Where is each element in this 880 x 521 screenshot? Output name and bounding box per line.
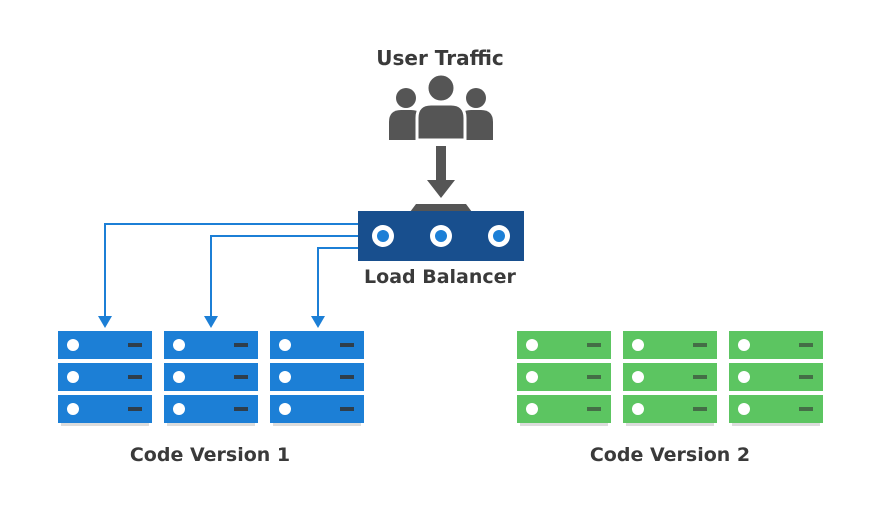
server-rack-icon <box>517 331 611 426</box>
server-led <box>67 371 79 383</box>
lb-port <box>488 225 510 247</box>
route-line-server-3 <box>317 247 358 318</box>
server-slot <box>234 375 248 379</box>
server-slot <box>799 407 813 411</box>
traffic-arrow <box>427 146 455 198</box>
server-groups <box>58 331 823 426</box>
server-led <box>279 371 291 383</box>
server-rack-icon <box>623 331 717 426</box>
server-led <box>173 339 185 351</box>
server-slot <box>340 375 354 379</box>
route-arrowhead <box>204 316 218 328</box>
server-rack-icon <box>58 331 152 426</box>
server-slot <box>128 375 142 379</box>
load-balancer-icon <box>358 204 524 261</box>
route-arrowhead <box>311 316 325 328</box>
user-right-body <box>459 110 493 140</box>
server-group-1 <box>58 331 364 426</box>
server-group-2 <box>517 331 823 426</box>
lb-port <box>430 225 452 247</box>
server-rack-icon <box>164 331 258 426</box>
route-line-server-1 <box>104 223 358 318</box>
server-slot <box>234 343 248 347</box>
server-led <box>526 371 538 383</box>
server-led <box>738 371 750 383</box>
routing-lines <box>104 223 358 318</box>
user-right-head <box>466 88 486 108</box>
user-left-head <box>396 88 416 108</box>
user-left-body <box>389 110 423 140</box>
server-slot <box>340 407 354 411</box>
server-slot <box>799 343 813 347</box>
server-led <box>738 403 750 415</box>
server-shadow <box>273 423 361 426</box>
server-led <box>632 339 644 351</box>
server-led <box>526 403 538 415</box>
server-slot <box>693 343 707 347</box>
server-led <box>738 339 750 351</box>
user-center-body <box>415 102 467 142</box>
server-led <box>67 339 79 351</box>
server-led <box>632 403 644 415</box>
lb-port <box>372 225 394 247</box>
server-led <box>632 371 644 383</box>
load-balancer-label: Load Balancer <box>364 266 516 288</box>
code-version-1-label: Code Version 1 <box>129 444 291 466</box>
server-rack-icon <box>270 331 364 426</box>
route-line-server-2 <box>210 235 358 318</box>
server-led <box>279 403 291 415</box>
server-slot <box>587 407 601 411</box>
user-center-head <box>425 72 457 104</box>
server-led <box>173 371 185 383</box>
routing-arrowheads <box>98 316 325 328</box>
server-slot <box>340 343 354 347</box>
server-slot <box>128 407 142 411</box>
route-arrowhead <box>98 316 112 328</box>
code-version-2-label: Code Version 2 <box>589 444 751 466</box>
server-shadow <box>732 423 820 426</box>
server-shadow <box>61 423 149 426</box>
server-led <box>173 403 185 415</box>
server-rack-icon <box>729 331 823 426</box>
server-slot <box>799 375 813 379</box>
users-icon <box>389 72 493 142</box>
server-led <box>526 339 538 351</box>
server-slot <box>234 407 248 411</box>
server-slot <box>128 343 142 347</box>
server-slot <box>587 375 601 379</box>
server-shadow <box>520 423 608 426</box>
server-slot <box>693 407 707 411</box>
server-shadow <box>626 423 714 426</box>
server-led <box>279 339 291 351</box>
server-slot <box>587 343 601 347</box>
server-shadow <box>167 423 255 426</box>
server-slot <box>693 375 707 379</box>
server-led <box>67 403 79 415</box>
user-traffic-title: User Traffic <box>376 46 504 70</box>
